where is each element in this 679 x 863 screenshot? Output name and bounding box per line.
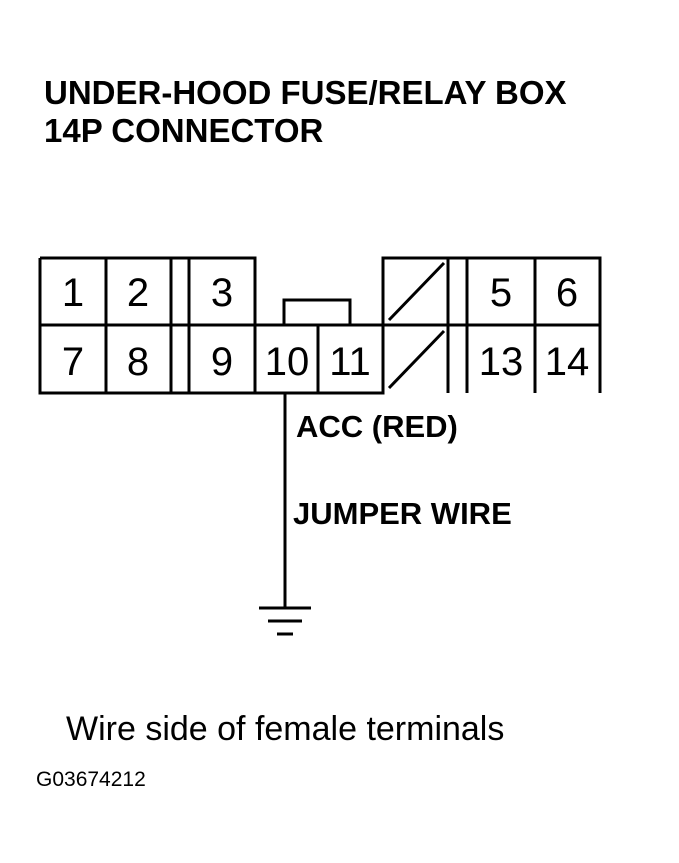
pin-3: 3: [211, 271, 233, 315]
connector-outline: [38, 256, 602, 395]
jumper-wire-label: JUMPER WIRE: [293, 496, 512, 531]
pin-2: 2: [127, 271, 149, 315]
pin-6: 6: [556, 271, 578, 315]
diagram-caption: Wire side of female terminals: [66, 710, 505, 748]
pin-8: 8: [127, 340, 149, 384]
unused-cavity-marks: [387, 261, 446, 390]
pin-7: 7: [62, 340, 84, 384]
pin-1: 1: [62, 271, 84, 315]
pin-14: 14: [545, 340, 590, 384]
ground-symbol-icon: [259, 606, 311, 636]
diagram-title-line2: 14P CONNECTOR: [44, 112, 324, 149]
wire-color-label: ACC (RED): [296, 409, 458, 444]
figure-code: G03674212: [36, 768, 146, 791]
pin-9: 9: [211, 340, 233, 384]
diagram-title-line1: UNDER-HOOD FUSE/RELAY BOX: [44, 74, 567, 111]
unused-cavity-slash-top: [387, 261, 446, 322]
pin-13: 13: [479, 340, 524, 384]
pin-5: 5: [490, 271, 512, 315]
pin-11: 11: [329, 340, 371, 384]
pin-10: 10: [265, 340, 310, 384]
unused-cavity-slash-bottom: [387, 329, 446, 390]
